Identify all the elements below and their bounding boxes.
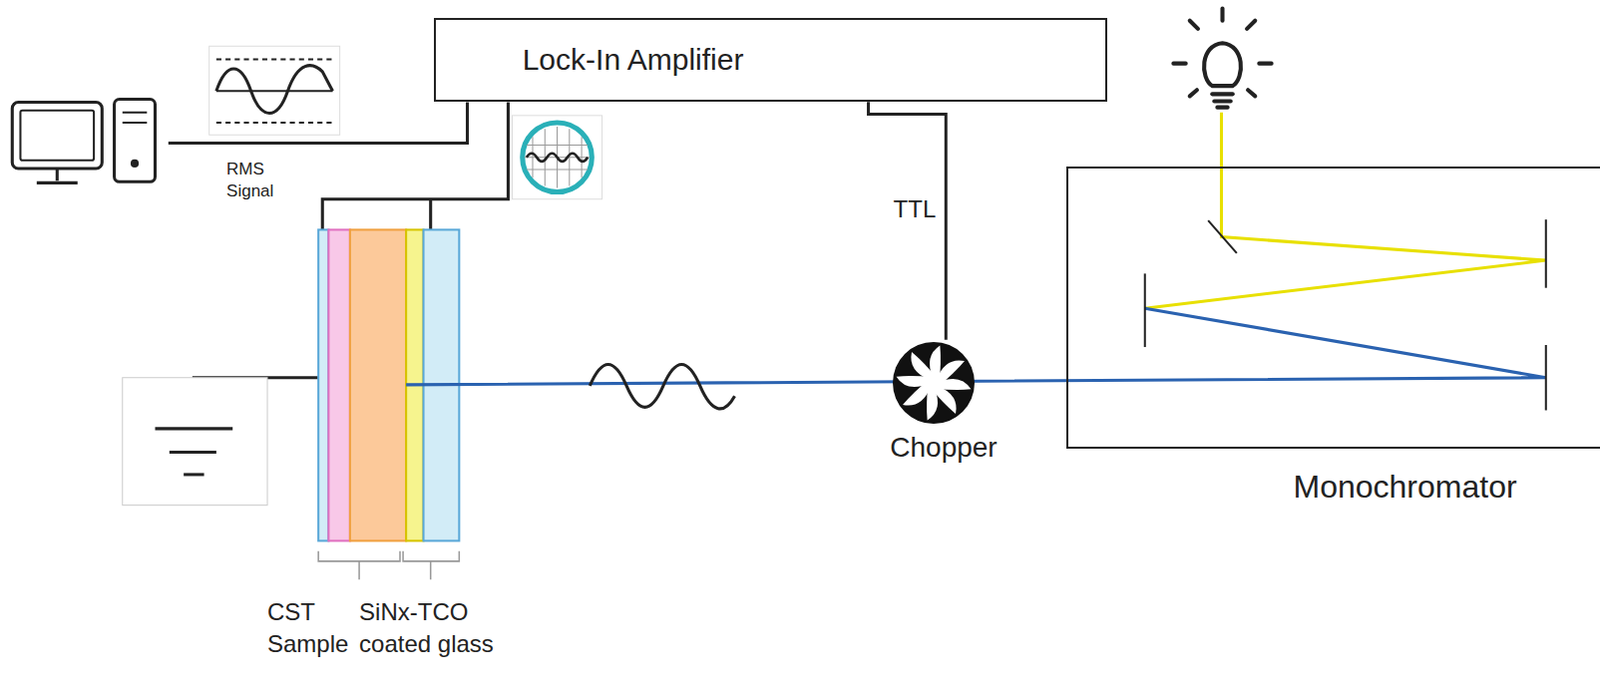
monochromator-box: Monochromator	[1066, 166, 1600, 449]
signal-label: TTL	[893, 193, 937, 225]
trigger-wire	[868, 101, 947, 340]
lamp-icon	[1173, 61, 1186, 66]
computer-icon	[11, 98, 155, 183]
signal-label: RMS Signal	[226, 158, 290, 203]
chopper-wheel-icon	[890, 340, 977, 426]
signal-wires	[428, 199, 432, 231]
sample-label: CST Sample	[267, 596, 365, 659]
computer-icon	[19, 110, 94, 161]
lamp-icon	[1247, 89, 1255, 96]
mirrors	[1545, 345, 1548, 410]
oscilloscope-icon	[526, 144, 588, 146]
ground-symbol	[122, 378, 268, 506]
computer-icon	[11, 102, 102, 169]
computer-icon	[36, 181, 78, 185]
rms-waveform-icon	[216, 58, 334, 61]
sample-stack	[328, 229, 350, 541]
lamp-icon	[1211, 91, 1232, 96]
lamp-icon	[1203, 42, 1241, 86]
lamp-icon	[1173, 7, 1271, 107]
rms-waveform-icon	[216, 65, 334, 114]
ground-symbol	[169, 450, 217, 454]
lock-in-amplifier-box: Lock-In Amplifier	[433, 17, 1108, 102]
computer-icon	[122, 111, 148, 114]
light-path	[405, 308, 1547, 386]
lamp-icon	[1213, 98, 1230, 103]
oscilloscope-icon	[512, 115, 603, 200]
computer-icon	[114, 98, 156, 182]
layer-brackets	[318, 551, 459, 581]
mirrors	[1144, 273, 1147, 348]
box-title: Lock-In Amplifier	[522, 42, 745, 77]
computer-icon	[55, 168, 59, 181]
ground-symbol	[122, 378, 268, 506]
chopper-wheel	[892, 342, 975, 424]
signal-wires	[322, 102, 508, 231]
lamp-icon	[1190, 20, 1199, 29]
substrate-label: SiNx-TCO coated glass	[359, 596, 538, 659]
sample-stack	[350, 229, 406, 541]
lamp-icon	[1246, 20, 1255, 29]
lamp-icon	[1219, 7, 1224, 20]
rms-waveform-icon	[216, 121, 334, 124]
component-label: Monochromator	[1293, 468, 1518, 506]
lamp-icon	[1216, 105, 1227, 110]
computer-icon	[131, 160, 137, 166]
oscilloscope-icon	[522, 122, 593, 193]
chopper-node: Chopper	[851, 340, 1016, 458]
mirrors	[1207, 220, 1237, 254]
layer-brackets	[318, 551, 400, 581]
rms-waveform-icon	[209, 45, 341, 135]
mirrors	[1145, 219, 1547, 410]
computer-icon	[122, 121, 148, 124]
lamp-icon	[1258, 61, 1271, 66]
component-label: Chopper	[889, 431, 997, 464]
sample-stack	[318, 229, 329, 541]
oscilloscope-icon	[526, 169, 588, 171]
rms-waveform-icon	[216, 89, 334, 92]
ground-symbol	[154, 426, 233, 430]
chopper-hub	[927, 377, 940, 390]
light-path	[1145, 112, 1547, 309]
mirrors	[1545, 219, 1548, 289]
chopper-blade	[919, 345, 958, 384]
ground-symbol	[183, 472, 204, 476]
oscilloscope-icon	[524, 126, 590, 188]
modulated-wave	[589, 364, 735, 408]
rms-waveform-icon	[209, 45, 341, 135]
lamp-icon	[1190, 89, 1198, 96]
light-path	[405, 112, 1547, 386]
oscilloscope-icon	[526, 153, 588, 162]
oscilloscope-icon	[512, 115, 603, 200]
layer-brackets	[402, 551, 459, 581]
